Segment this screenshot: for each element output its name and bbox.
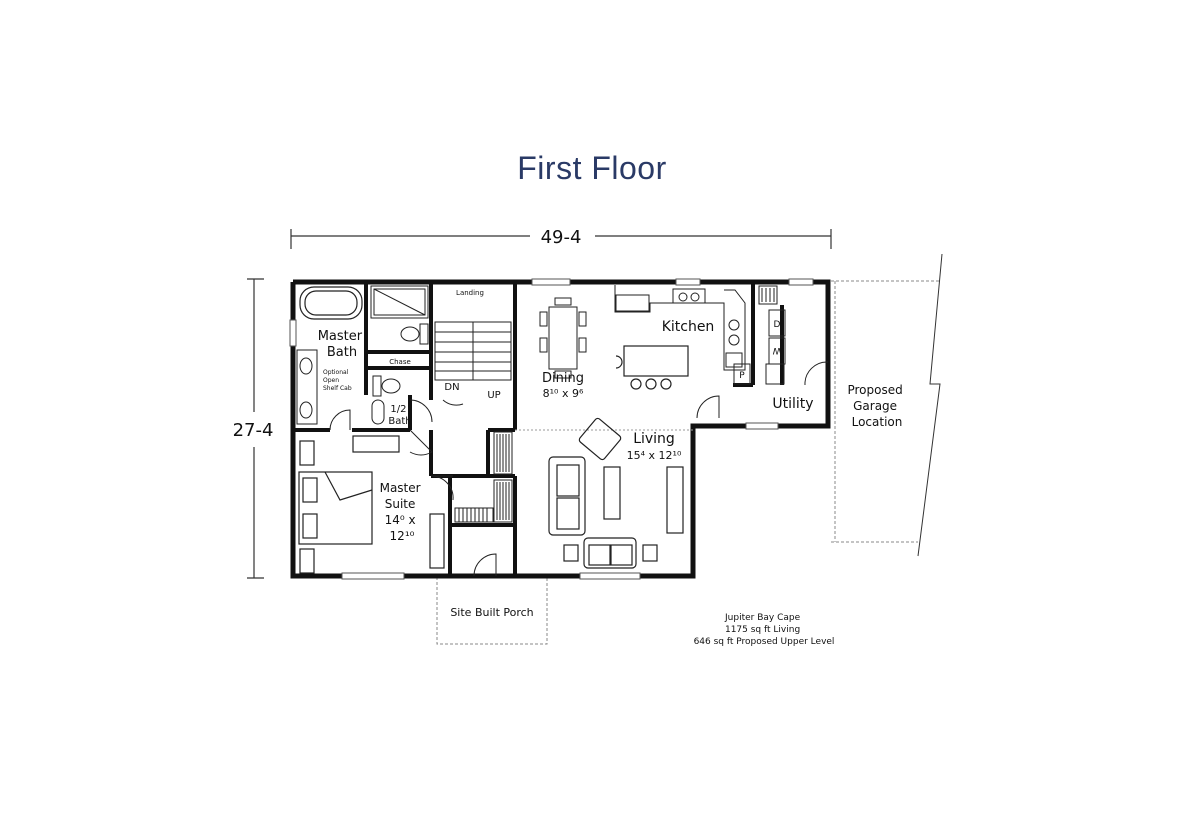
windows [289,278,814,580]
vanity-sinks [296,349,318,425]
kitchen-island [615,345,689,390]
stairs [434,321,512,381]
dimension-depth [247,278,264,579]
pantry-label: P [739,371,745,381]
doors [329,361,829,577]
stairs-down-label: DN [444,382,459,393]
closets [454,285,778,523]
kitchen-label: Kitchen [662,319,715,335]
master-suite-label: Master Suite 14⁰ x 12¹⁰ [380,481,425,543]
optional-cab-label: Optional Open Shelf Cab [323,369,352,392]
dining-table [539,297,587,379]
depth-dimension-label: 27-4 [233,420,274,441]
exterior-walls [290,279,831,579]
master-bath-label: Master Bath [318,329,367,360]
washer-label: W [772,345,781,355]
landing-label: Landing [456,289,484,297]
page-title: First Floor [517,150,667,186]
washer-dryer [765,309,786,385]
dimension-width [290,229,832,249]
bathtub [299,286,363,320]
living-size: 15⁴ x 12¹⁰ [627,449,682,462]
width-dimension-label: 49-4 [541,227,582,248]
living-furniture [548,417,684,569]
porch-label: Site Built Porch [450,606,533,619]
utility-label: Utility [772,396,813,412]
pantry-box [733,363,751,385]
toilet-half-bath [371,375,401,425]
dryer-label: D [774,320,781,330]
interior-walls [293,284,784,576]
half-bath-label: 1/2 Bath [388,404,411,427]
garage-label: Proposed Garage Location [847,383,906,429]
plan-notes: Jupiter Bay Cape 1175 sq ft Living 646 s… [694,613,835,647]
stairs-up-label: UP [487,390,500,401]
living-label: Living [633,431,675,447]
garage-outline [831,280,940,543]
shower [370,285,429,319]
chase-label: Chase [389,358,411,366]
bed [298,435,445,574]
toilet-master [400,323,429,345]
kitchen-cabinets [614,285,746,371]
dining-label: Dining [542,371,584,386]
garage-break-line [917,253,943,557]
dining-size: 8¹⁰ x 9⁶ [543,387,584,400]
